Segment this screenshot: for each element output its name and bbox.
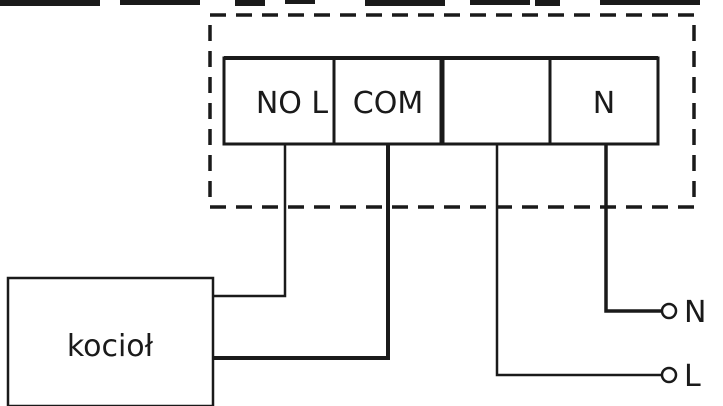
supply-l-terminal xyxy=(660,366,678,384)
supply-l-label: L xyxy=(684,359,701,394)
wire-com-to-boiler xyxy=(213,144,390,360)
supply-n-terminal xyxy=(660,302,678,320)
wire-blank-to-l xyxy=(495,144,662,377)
terminal-blank xyxy=(440,56,552,146)
boiler-label: kocioł xyxy=(67,329,154,364)
boiler-box xyxy=(6,276,215,406)
terminal-block: NO L COM N xyxy=(222,56,660,146)
terminal-label-n: N xyxy=(593,86,615,121)
wires xyxy=(213,144,662,377)
wire-no-l-to-boiler xyxy=(213,144,287,298)
wire-n-to-n xyxy=(604,144,662,313)
terminal-label-no-l: NO L xyxy=(256,86,329,121)
device-enclosure xyxy=(208,13,696,209)
top-crop-marks xyxy=(0,0,700,6)
terminal-label-com: COM xyxy=(353,86,423,121)
supply-n-label: N xyxy=(684,295,706,330)
